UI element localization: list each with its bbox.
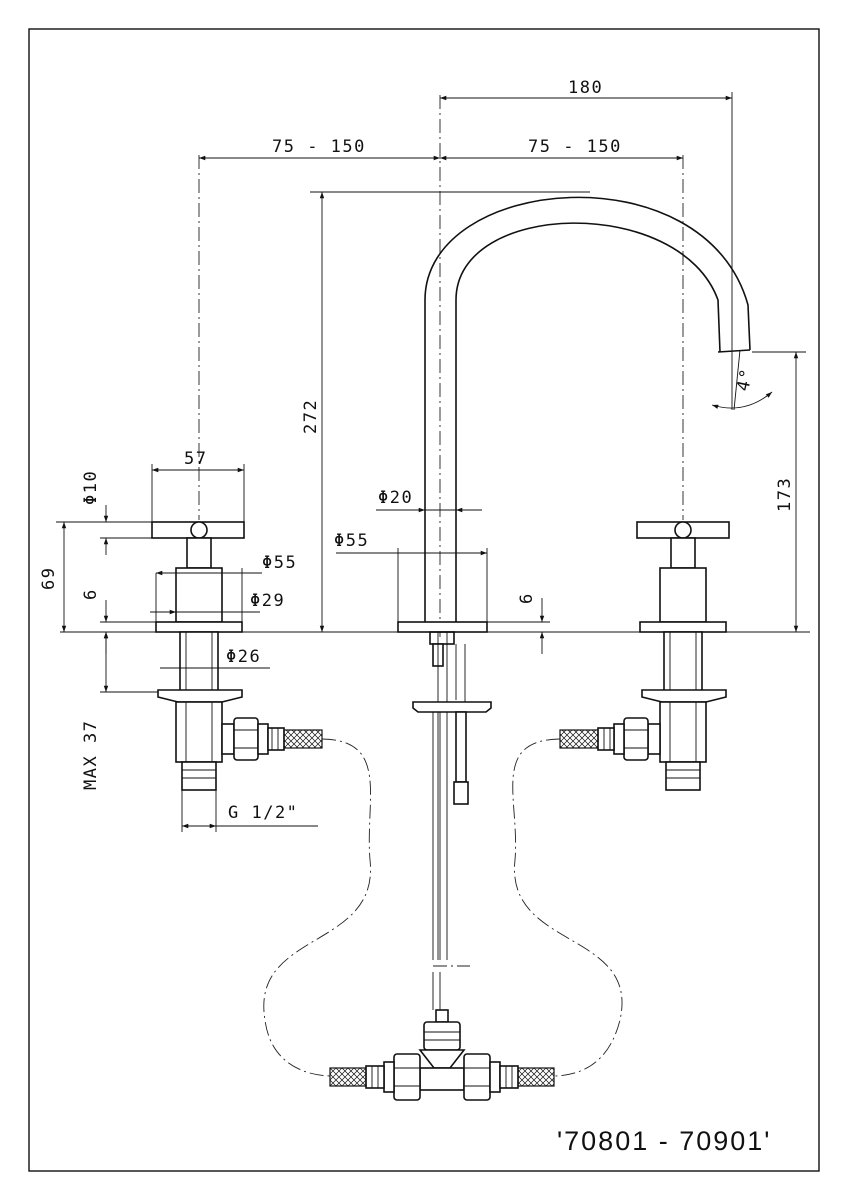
right-valve (559, 521, 730, 791)
dimension-labels: 180 75 - 150 75 - 150 272 173 4° 57 Φ10 … (39, 78, 795, 823)
dim-overall-reach: 180 (568, 78, 603, 98)
dim-max-deck: MAX 37 (81, 720, 101, 790)
dim-spout-base-diam: Φ55 (334, 531, 369, 551)
dimension-lines (56, 92, 810, 832)
dim-flange-thickness-left: 6 (81, 588, 101, 600)
hoses (263, 738, 623, 1077)
dim-handle-pin: Φ10 (81, 470, 101, 505)
drawing-frame (28, 28, 820, 1172)
center-lines (198, 95, 684, 640)
spout (397, 196, 751, 1010)
dim-spout-diam: Φ20 (378, 488, 413, 508)
dim-outlet-height: 173 (775, 477, 795, 512)
dim-shank-diam: Φ26 (226, 647, 261, 667)
dim-right-spacing: 75 - 150 (528, 137, 622, 157)
dim-handle-height: 69 (39, 567, 59, 590)
dim-angle: 4° (733, 366, 757, 393)
dim-body-diam-left: Φ29 (250, 591, 285, 611)
dim-left-spacing: 75 - 150 (272, 137, 366, 157)
dim-thread: G 1/2" (228, 803, 298, 823)
dim-spout-height: 272 (301, 399, 321, 434)
dim-flange-diam-left: Φ55 (262, 553, 297, 573)
dim-handle-width: 57 (184, 449, 207, 469)
t-connector (329, 1009, 555, 1101)
model-number-label: '70801 - 70901' (557, 1126, 771, 1156)
dim-spout-flange-thickness: 6 (517, 592, 537, 604)
